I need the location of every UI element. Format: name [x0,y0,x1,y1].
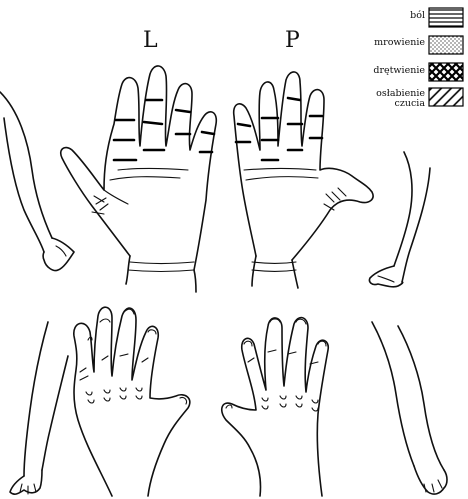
dots-icon [429,36,463,54]
right-palm [234,72,373,288]
legend [429,8,463,106]
left-hand-dorsal [10,307,190,496]
right-hand-dorsal [222,318,447,496]
left-palm [61,66,217,292]
left-arm-palm-view [0,92,74,271]
right-arm-palm-view [369,152,430,287]
diagonal-lines-icon [429,88,463,106]
crosshatch-icon [429,63,463,81]
horizontal-lines-icon [429,8,463,27]
